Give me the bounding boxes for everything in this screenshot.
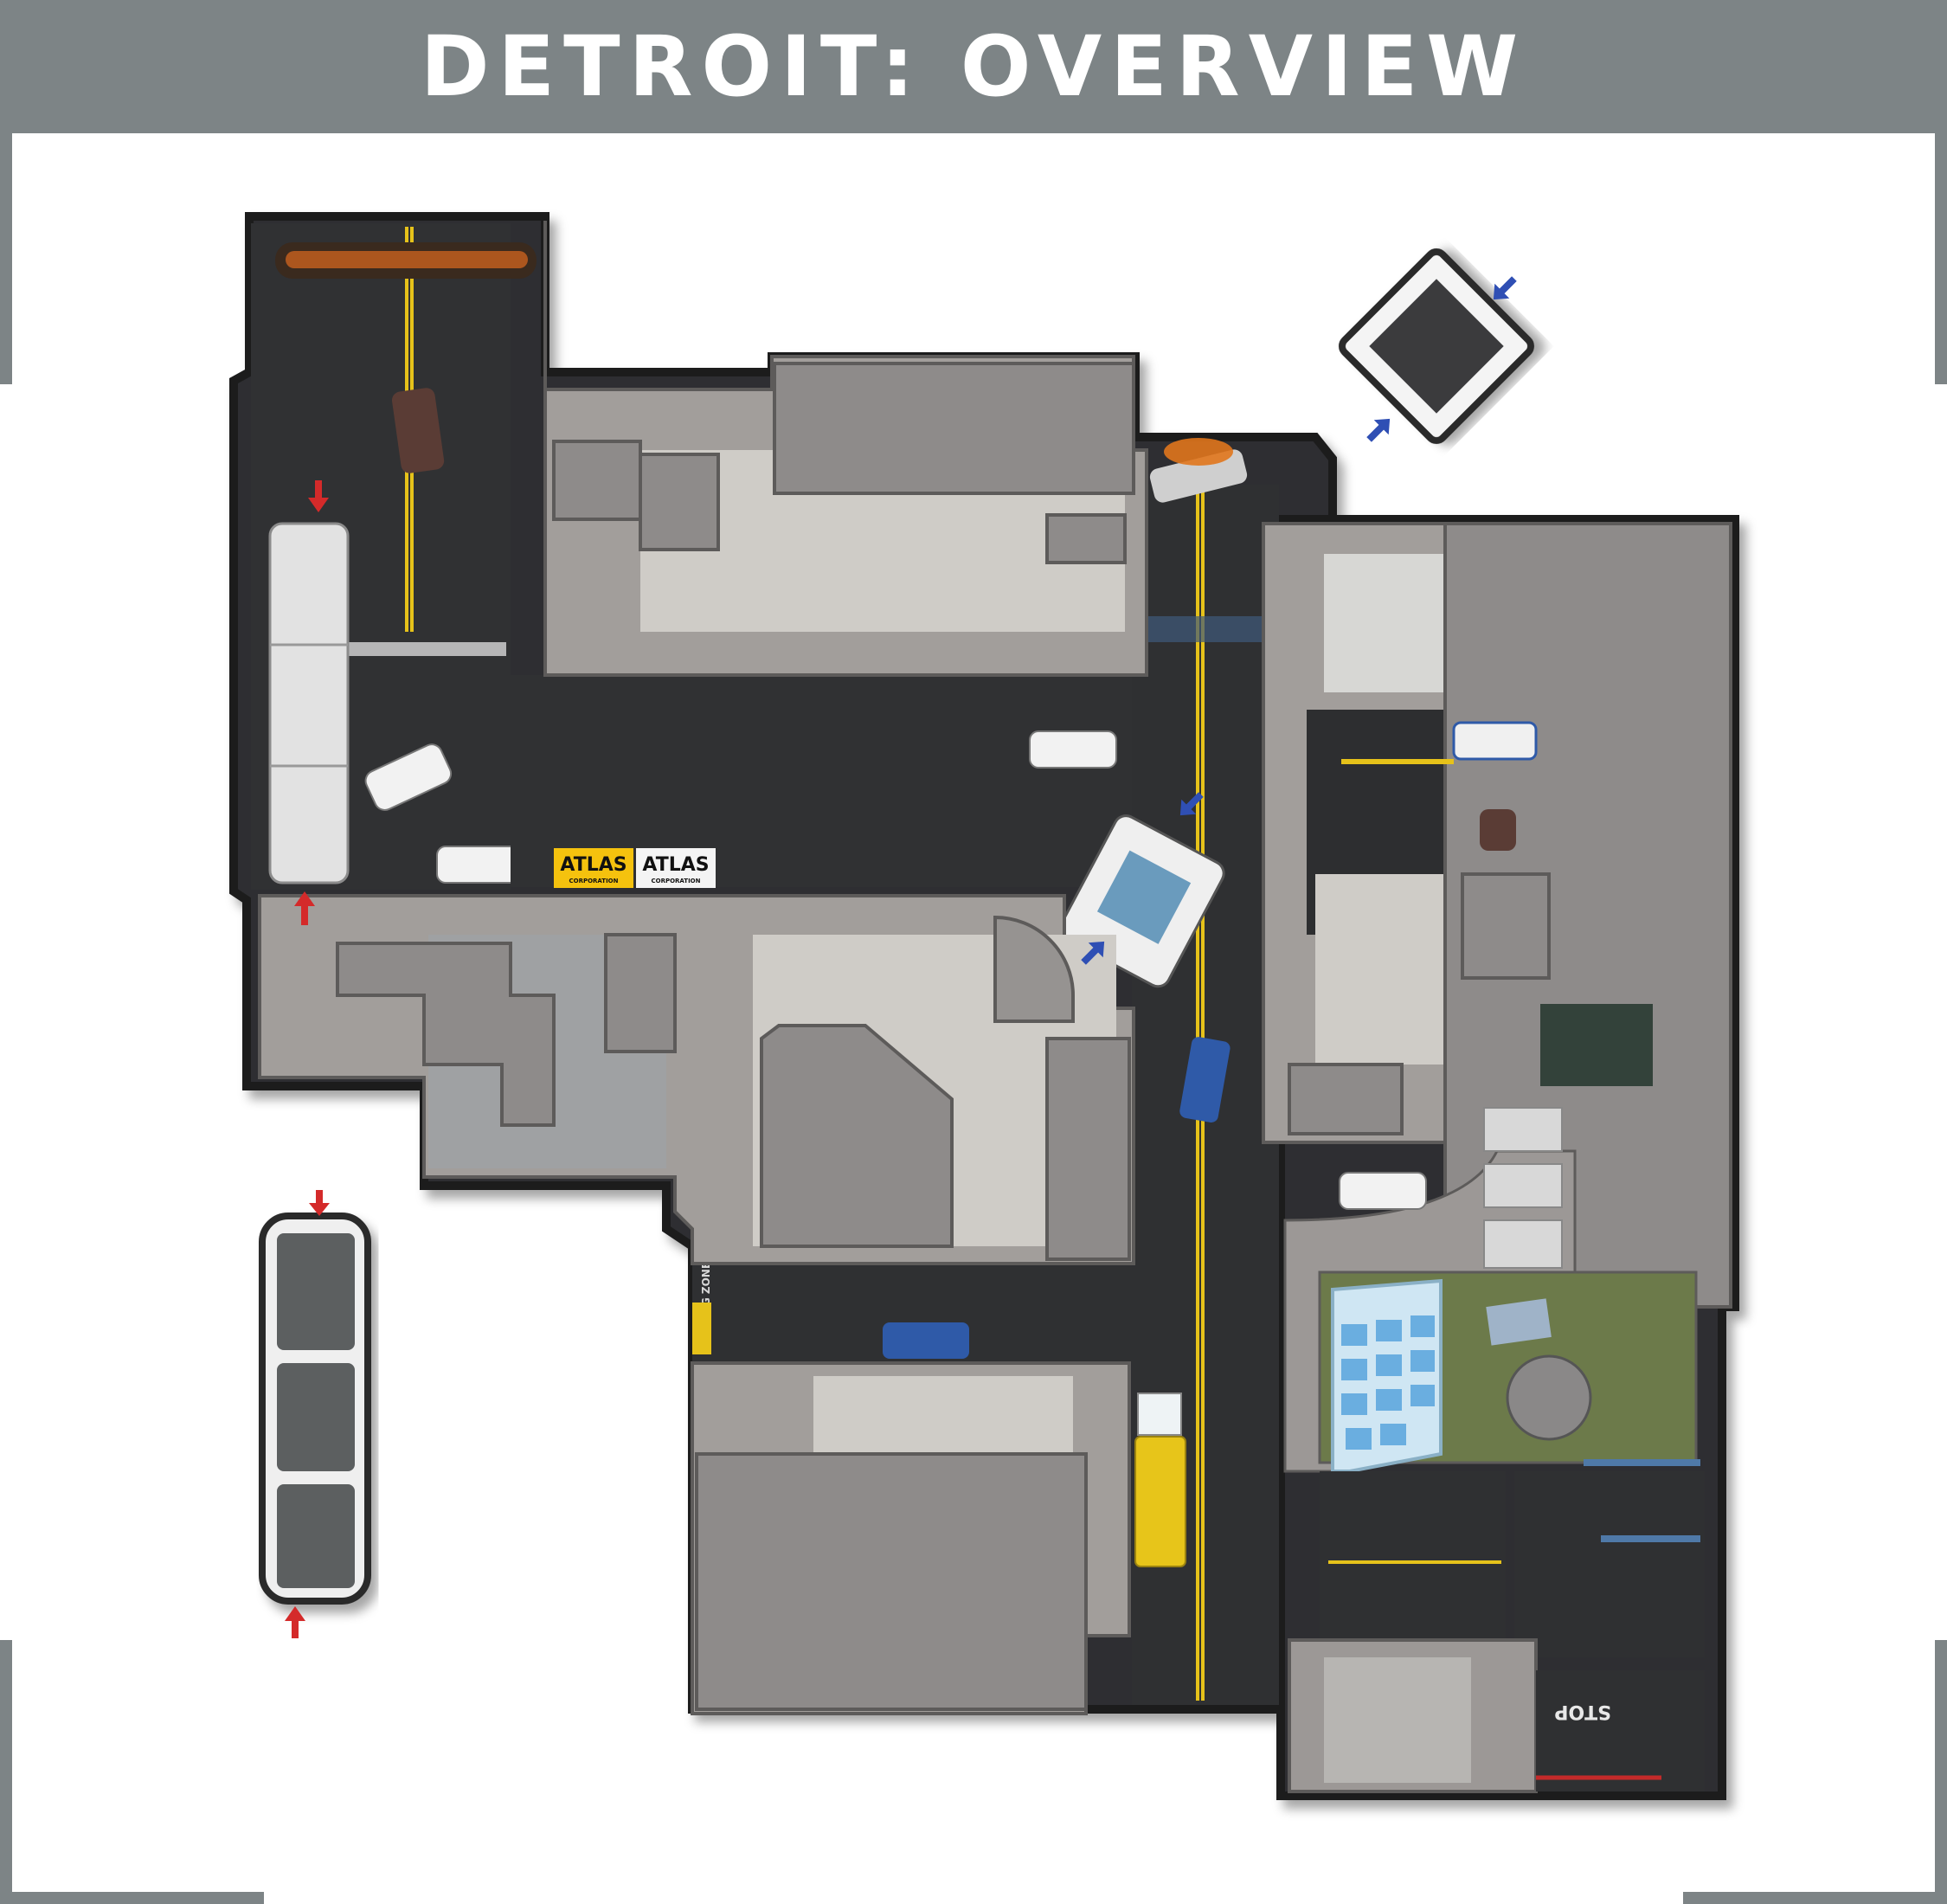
blue-van-1 xyxy=(1179,1037,1231,1122)
central-roof-1 xyxy=(336,942,556,1127)
white-car-3 xyxy=(1029,730,1117,769)
se-street-1 xyxy=(1320,1471,1506,1657)
central-roof-4 xyxy=(1045,1037,1131,1261)
atlas-sign-word-1: ATLAS xyxy=(560,854,627,876)
east-debris-patch xyxy=(1540,1004,1653,1086)
frame-bottom-left xyxy=(0,1892,264,1904)
east-roof-small xyxy=(1461,872,1551,980)
title-bar: DETROIT: OVERVIEW xyxy=(0,0,1947,133)
office-roof-4 xyxy=(1045,513,1127,564)
train-car xyxy=(259,1213,371,1605)
central-roof-3 xyxy=(760,1024,954,1248)
brown-car xyxy=(391,388,445,473)
atlas-crate-1 xyxy=(1483,1107,1563,1152)
stop-label: STOP xyxy=(1554,1701,1611,1722)
se-building-floor xyxy=(1324,1657,1471,1783)
entry-arrow-blue-2 xyxy=(1366,418,1391,442)
entry-arrow-blue-1 xyxy=(1493,276,1517,300)
se-street-2 xyxy=(1514,1471,1705,1657)
pipe-crossing xyxy=(1134,616,1263,642)
white-car-4 xyxy=(1339,1172,1427,1210)
semi-trailer xyxy=(268,522,350,884)
se-stop-street xyxy=(1536,1670,1705,1791)
atlas-sign: ATLAS ATLAS CORPORATION CORPORATION xyxy=(554,848,716,888)
crosswalk-west xyxy=(342,642,506,656)
burning-car xyxy=(1149,438,1248,503)
atlas-sign-word-2: ATLAS xyxy=(642,854,709,876)
atlas-sign-sub-1: CORPORATION xyxy=(569,878,618,884)
central-roof-2 xyxy=(604,933,677,1053)
east-lab-floor xyxy=(1324,554,1445,692)
map-title: DETROIT: OVERVIEW xyxy=(420,18,1527,115)
east-car-dark xyxy=(1480,809,1516,851)
entry-arrow-blue-4 xyxy=(1081,941,1105,965)
atlas-sign-sub-2: CORPORATION xyxy=(651,878,700,884)
east-van xyxy=(1452,721,1538,761)
office-roof-1 xyxy=(552,440,642,521)
white-car-1 xyxy=(364,743,453,811)
entry-arrow-red-4 xyxy=(285,1606,305,1638)
office-roof-3 xyxy=(639,453,720,551)
east-office-floor xyxy=(1315,874,1462,1065)
detached-building xyxy=(1339,248,1534,444)
entry-arrow-red-1 xyxy=(308,480,329,512)
entry-arrow-red-2 xyxy=(294,891,315,925)
east-roof-bottom xyxy=(1288,1063,1404,1135)
frame-left-bottom xyxy=(0,1640,12,1904)
frame-right-bottom xyxy=(1935,1640,1947,1904)
yellow-crate-1 xyxy=(692,1303,711,1354)
yellow-bus xyxy=(1134,1393,1186,1567)
atlas-crate-3 xyxy=(1483,1219,1563,1269)
fountain xyxy=(1506,1354,1592,1441)
entry-arrow-blue-3 xyxy=(1179,792,1204,816)
fire-barrier-flames xyxy=(286,251,528,268)
amphitheater xyxy=(993,915,1075,1023)
frame-right-top xyxy=(1935,133,1947,384)
south-roof xyxy=(695,1452,1088,1711)
entry-arrow-red-3 xyxy=(309,1190,330,1216)
frame-left-top xyxy=(0,133,12,384)
tarp xyxy=(1486,1298,1552,1346)
blue-van-2 xyxy=(883,1322,969,1359)
atlas-crate-2 xyxy=(1483,1163,1563,1208)
frame-bottom-right xyxy=(1683,1892,1947,1904)
office-roof-2 xyxy=(773,362,1135,495)
buildings xyxy=(258,221,1732,1715)
greenhouse-panels xyxy=(1341,1315,1435,1450)
